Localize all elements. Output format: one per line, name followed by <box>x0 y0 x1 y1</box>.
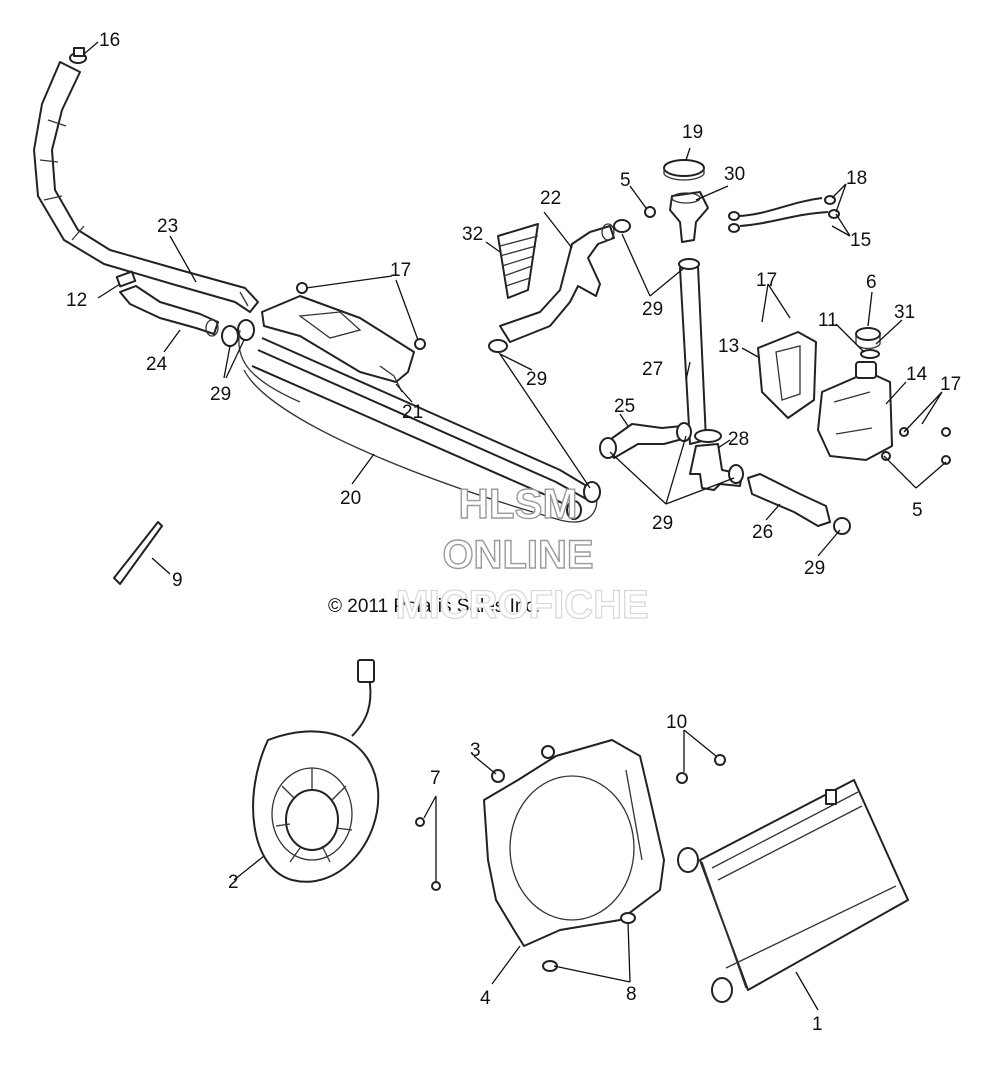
callout-10: 10 <box>666 712 687 733</box>
callout-5: 5 <box>620 170 631 191</box>
shroud-4 <box>483 739 665 947</box>
hose-25 <box>603 423 687 459</box>
callout-17: 17 <box>756 270 777 291</box>
callout-11: 11 <box>818 310 838 331</box>
callout-3: 3 <box>470 740 481 761</box>
clamps-29-left <box>221 319 255 347</box>
callout-29: 29 <box>652 513 673 534</box>
spring-32 <box>497 223 539 299</box>
hose-22 <box>499 223 615 343</box>
callout-14: 14 <box>906 364 928 385</box>
watermark-line3: MICROFICHE <box>395 583 648 627</box>
callout-21: 21 <box>402 402 423 423</box>
callout-31: 31 <box>894 302 915 323</box>
fasteners-10 <box>676 754 726 784</box>
callout-18: 18 <box>846 168 867 189</box>
clamp-12 <box>115 270 137 288</box>
callout-16: 16 <box>99 30 120 51</box>
fan-harness <box>351 659 375 737</box>
callout-13: 13 <box>718 336 739 357</box>
reservoir-14 <box>817 361 893 461</box>
leader-lines <box>83 41 947 1011</box>
callout-24: 24 <box>146 354 168 375</box>
tubes-20 <box>238 329 601 523</box>
callout-6: 6 <box>866 272 877 293</box>
callout-25: 25 <box>614 396 635 417</box>
watermark-line2: ONLINE <box>442 533 593 577</box>
callout-9: 9 <box>172 570 183 591</box>
callouts: 16 23 12 24 29 17 21 20 9 22 32 29 5 19 … <box>66 30 961 1035</box>
callout-5: 5 <box>912 500 923 521</box>
callout-8: 8 <box>626 984 637 1005</box>
watermark-line1: HLSM <box>459 480 578 527</box>
cap-19 <box>663 159 705 181</box>
filler-neck-30 <box>669 191 709 243</box>
copyright-text: © 2011 Polaris Sales Inc. <box>328 596 540 617</box>
callout-17: 17 <box>940 374 961 395</box>
screw-5-top <box>644 206 656 218</box>
callout-7: 7 <box>430 768 441 789</box>
screws-17-top <box>296 282 426 350</box>
bracket-13 <box>757 331 817 419</box>
callout-19: 19 <box>682 122 703 143</box>
hose-23 <box>33 61 259 313</box>
callout-29: 29 <box>804 558 825 579</box>
oring-31 <box>860 349 880 359</box>
overflow-tubes-18 <box>728 195 840 233</box>
hose-24 <box>119 285 219 337</box>
cap-6 <box>855 327 881 350</box>
callout-32: 32 <box>462 224 483 245</box>
callout-30: 30 <box>724 164 745 185</box>
cable-tie-9 <box>113 521 163 585</box>
callout-1: 1 <box>812 1014 823 1035</box>
callout-26: 26 <box>752 522 773 543</box>
callout-29: 29 <box>210 384 231 405</box>
callout-20: 20 <box>340 488 361 509</box>
tube-27 <box>678 258 707 445</box>
callout-17: 17 <box>390 260 411 281</box>
callout-27: 27 <box>642 359 663 380</box>
callout-4: 4 <box>480 988 491 1009</box>
callout-2: 2 <box>228 872 239 893</box>
clamps-29-right <box>599 422 851 535</box>
callout-29: 29 <box>526 369 547 390</box>
bracket-21 <box>261 295 415 393</box>
callout-22: 22 <box>540 188 561 209</box>
callout-29: 29 <box>642 299 663 320</box>
callout-15: 15 <box>850 230 871 251</box>
clamp-16 <box>69 47 87 64</box>
callout-12: 12 <box>66 290 87 311</box>
callout-28: 28 <box>728 429 749 450</box>
callout-23: 23 <box>157 216 178 237</box>
radiator-1 <box>677 779 909 1003</box>
fan-2 <box>252 730 380 883</box>
hose-26 <box>747 473 831 527</box>
clamps-29-hose22 <box>488 219 631 353</box>
